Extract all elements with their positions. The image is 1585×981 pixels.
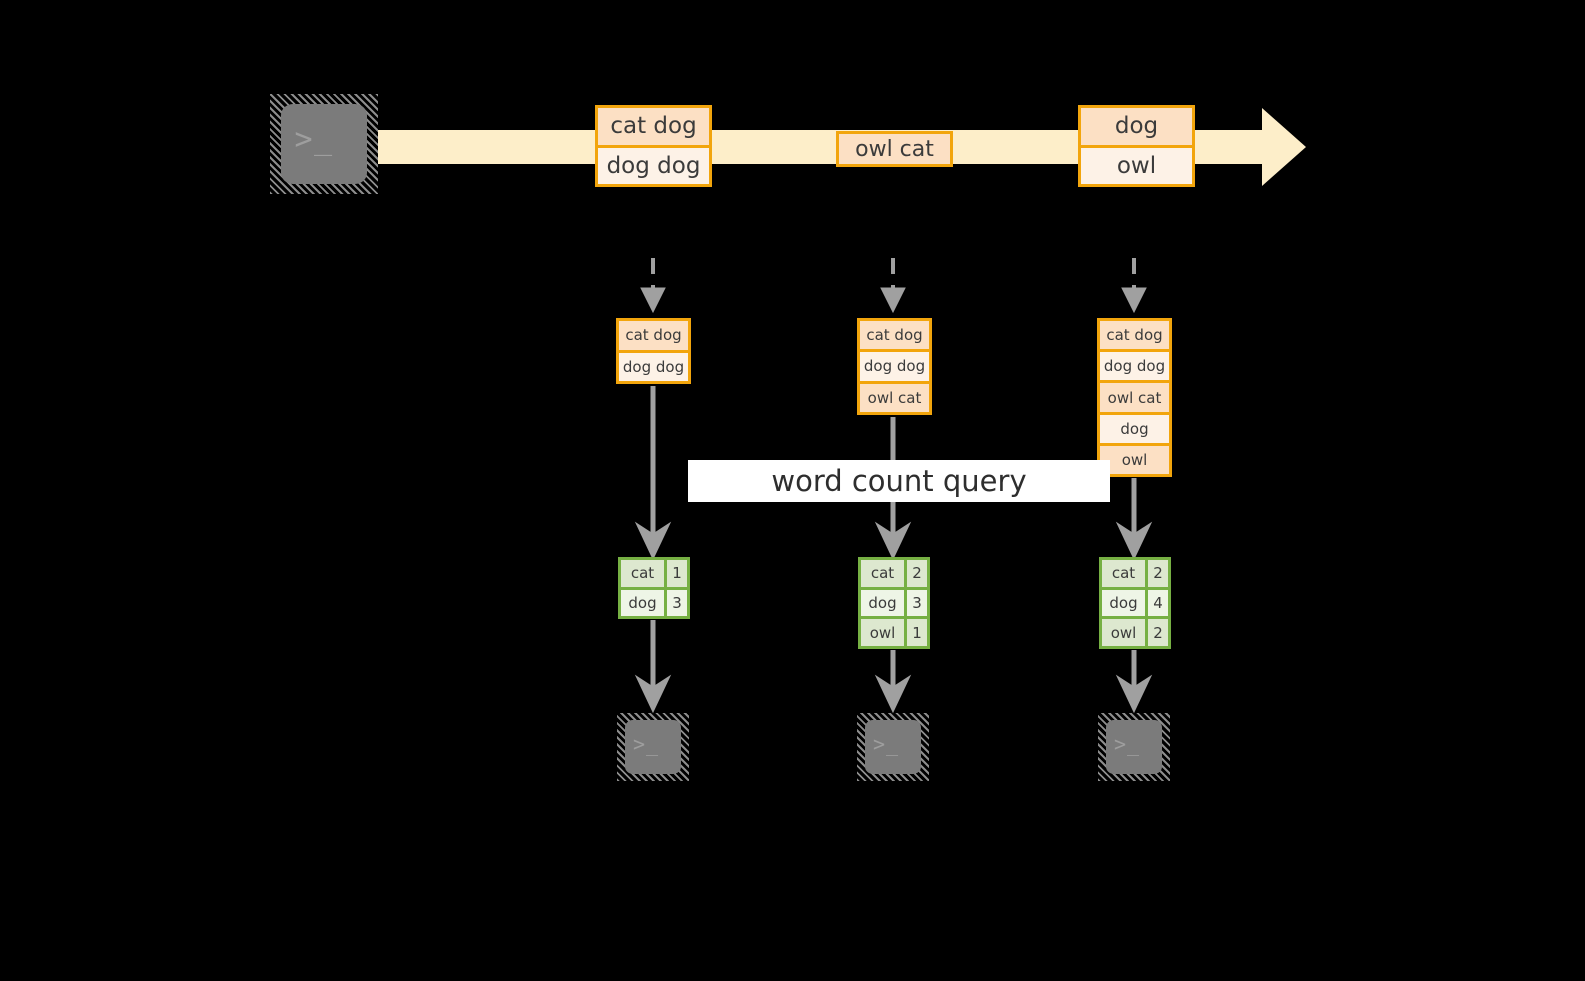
record-cell: dog [1100,411,1169,443]
result-count: 1 [667,560,687,587]
stream-tap-arrows [640,258,1147,314]
table-row: owl 1 [861,616,927,647]
terminal-body [1106,720,1162,774]
record-cell: owl [1100,442,1169,475]
stream-record-3[interactable]: dog owl [1078,105,1195,187]
record-cell: dog dog [619,349,688,381]
result-count: 2 [1148,619,1168,647]
record-cell: cat dog [860,321,929,350]
terminal-body [281,104,367,184]
table-row: cat 2 [861,560,927,587]
source-terminal-icon[interactable]: >_ [270,94,378,194]
record-cell: dog [1081,108,1192,145]
result-word: dog [1102,589,1148,617]
sink-flow-arrows [634,620,1153,714]
record-cell: cat dog [598,108,709,145]
record-cell: owl cat [1100,380,1169,412]
record-cell: owl cat [839,134,950,164]
snapshot-2-input-stack[interactable]: cat dog dog dog owl cat [857,318,932,415]
result-count: 3 [667,589,687,616]
result-word: dog [621,589,667,616]
result-word: owl [861,619,907,647]
table-row: dog 3 [621,586,687,616]
table-row: cat 2 [1102,560,1168,587]
record-cell: dog dog [598,144,709,184]
snapshot-3-result-table[interactable]: cat 2 dog 4 owl 2 [1099,557,1171,649]
result-count: 2 [1148,560,1168,587]
snapshot-1-sink-terminal-icon[interactable]: >_ [617,713,689,781]
record-cell: dog dog [860,349,929,381]
snapshot-3-sink-terminal-icon[interactable]: >_ [1098,713,1170,781]
snapshot-1-input-stack[interactable]: cat dog dog dog [616,318,691,384]
terminal-body [625,720,681,774]
result-count: 1 [907,619,927,647]
result-word: cat [1102,560,1148,587]
terminal-prompt-glyph: >_ [1113,732,1141,756]
table-row: dog 4 [1102,586,1168,617]
result-count: 3 [907,589,927,617]
record-cell: owl [1081,144,1192,184]
result-word: dog [861,589,907,617]
result-word: cat [621,560,667,587]
result-word: cat [861,560,907,587]
result-count: 4 [1148,589,1168,617]
snapshot-2-result-table[interactable]: cat 2 dog 3 owl 1 [858,557,930,649]
query-flow-arrows [634,386,1153,561]
stream-record-1[interactable]: cat dog dog dog [595,105,712,187]
terminal-prompt-glyph: >_ [632,732,660,756]
snapshot-2-sink-terminal-icon[interactable]: >_ [857,713,929,781]
record-cell: dog dog [1100,349,1169,381]
terminal-body [865,720,921,774]
table-row: owl 2 [1102,616,1168,647]
snapshot-3-input-stack[interactable]: cat dog dog dog owl cat dog owl [1097,318,1172,477]
record-cell: cat dog [1100,321,1169,350]
terminal-prompt-glyph: >_ [294,122,334,157]
table-row: cat 1 [621,560,687,587]
table-row: dog 3 [861,586,927,617]
result-count: 2 [907,560,927,587]
record-cell: cat dog [619,321,688,350]
snapshot-1-result-table[interactable]: cat 1 dog 3 [618,557,690,619]
terminal-prompt-glyph: >_ [872,732,900,756]
stream-record-2[interactable]: owl cat [836,131,953,167]
result-word: owl [1102,619,1148,647]
record-cell: owl cat [860,380,929,412]
query-label-text: word count query [771,464,1027,498]
query-label-band: word count query [688,460,1110,502]
